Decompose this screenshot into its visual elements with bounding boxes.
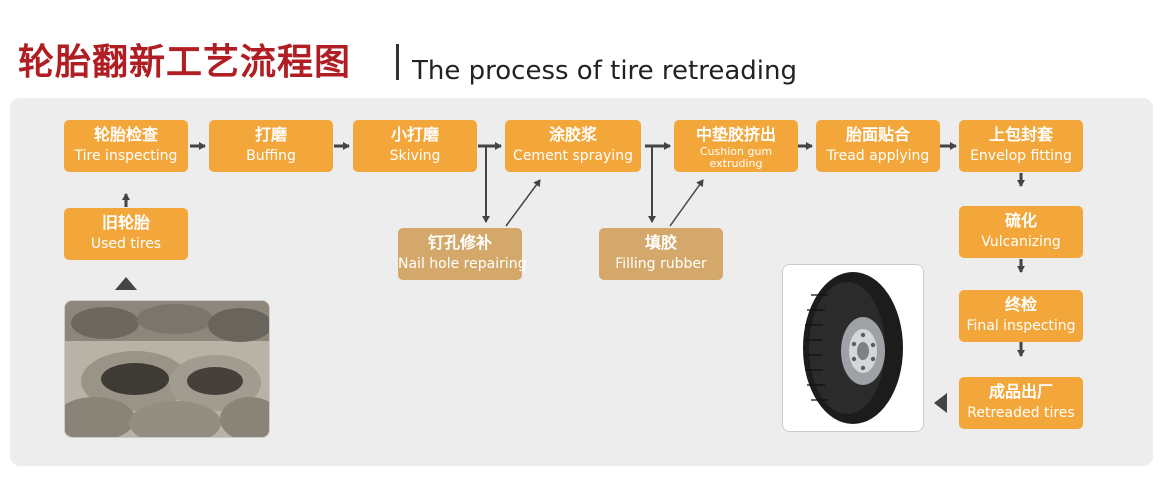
used-tires-photo — [64, 300, 270, 438]
page-title-en: The process of tire retreading — [412, 56, 797, 86]
title-divider — [396, 44, 399, 80]
step-retreaded-tires: 成品出厂 Retreaded tires — [959, 377, 1083, 429]
used-tires-image — [65, 301, 269, 437]
step-en: Tire inspecting — [74, 148, 178, 164]
step-cn: 钉孔修补 — [427, 233, 492, 252]
step-cn: 中垫胶挤出 — [695, 125, 776, 144]
step-filling-rubber: 填胶 Filling rubber — [599, 228, 723, 280]
step-skiving: 小打磨 Skiving — [353, 120, 477, 172]
step-cn: 胎面贴合 — [845, 125, 910, 144]
step-final-inspecting: 终检 Final inspecting — [959, 290, 1083, 342]
step-en: Final inspecting — [966, 318, 1076, 334]
step-cn: 打磨 — [254, 125, 287, 144]
step-en: Envelop fitting — [970, 148, 1072, 164]
retreaded-tire-photo — [782, 264, 924, 432]
arrow-filling-to-cushion — [669, 179, 704, 227]
step-cement-spraying: 涂胶浆 Cement spraying — [505, 120, 641, 172]
step-en: Vulcanizing — [981, 234, 1061, 250]
retreaded-tire-image — [783, 265, 923, 431]
step-cn: 轮胎检查 — [93, 125, 158, 144]
step-buffing: 打磨 Buffing — [209, 120, 333, 172]
step-en: Buffing — [246, 148, 296, 164]
step-en: Cement spraying — [513, 148, 633, 164]
step-nail-hole-repairing: 钉孔修补 Nail hole repairing — [398, 228, 527, 280]
step-cn: 硫化 — [1004, 211, 1037, 230]
step-en: Cushion gum extruding — [699, 145, 773, 170]
step-used-tires: 旧轮胎 Used tires — [64, 208, 188, 260]
step-en: Tread applying — [826, 148, 930, 164]
step-cn: 旧轮胎 — [101, 213, 150, 232]
step-cn: 成品出厂 — [988, 382, 1053, 401]
step-cn: 终检 — [1004, 295, 1037, 314]
page-title-cn: 轮胎翻新工艺流程图 — [18, 42, 352, 83]
step-cn: 小打磨 — [390, 125, 439, 144]
step-cn: 涂胶浆 — [548, 125, 597, 144]
step-en: Used tires — [90, 236, 162, 252]
step-en: Retreaded tires — [967, 405, 1075, 421]
step-tread-applying: 胎面贴合 Tread applying — [816, 120, 940, 172]
step-cn: 填胶 — [644, 233, 677, 252]
step-tire-inspecting: 轮胎检查 Tire inspecting — [64, 120, 188, 172]
step-cushion-gum-extruding: 中垫胶挤出 Cushion gum extruding — [674, 120, 798, 172]
arrow-nailhole-to-cement — [505, 179, 541, 227]
step-en: Filling rubber — [615, 256, 707, 272]
step-vulcanizing: 硫化 Vulcanizing — [959, 206, 1083, 258]
pointer-triangle-left — [934, 393, 947, 413]
step-en: Nail hole repairing — [398, 256, 527, 272]
pointer-triangle-up — [115, 277, 137, 290]
step-en: Skiving — [389, 148, 441, 164]
step-cn: 上包封套 — [988, 125, 1053, 144]
step-envelop-fitting: 上包封套 Envelop fitting — [959, 120, 1083, 172]
